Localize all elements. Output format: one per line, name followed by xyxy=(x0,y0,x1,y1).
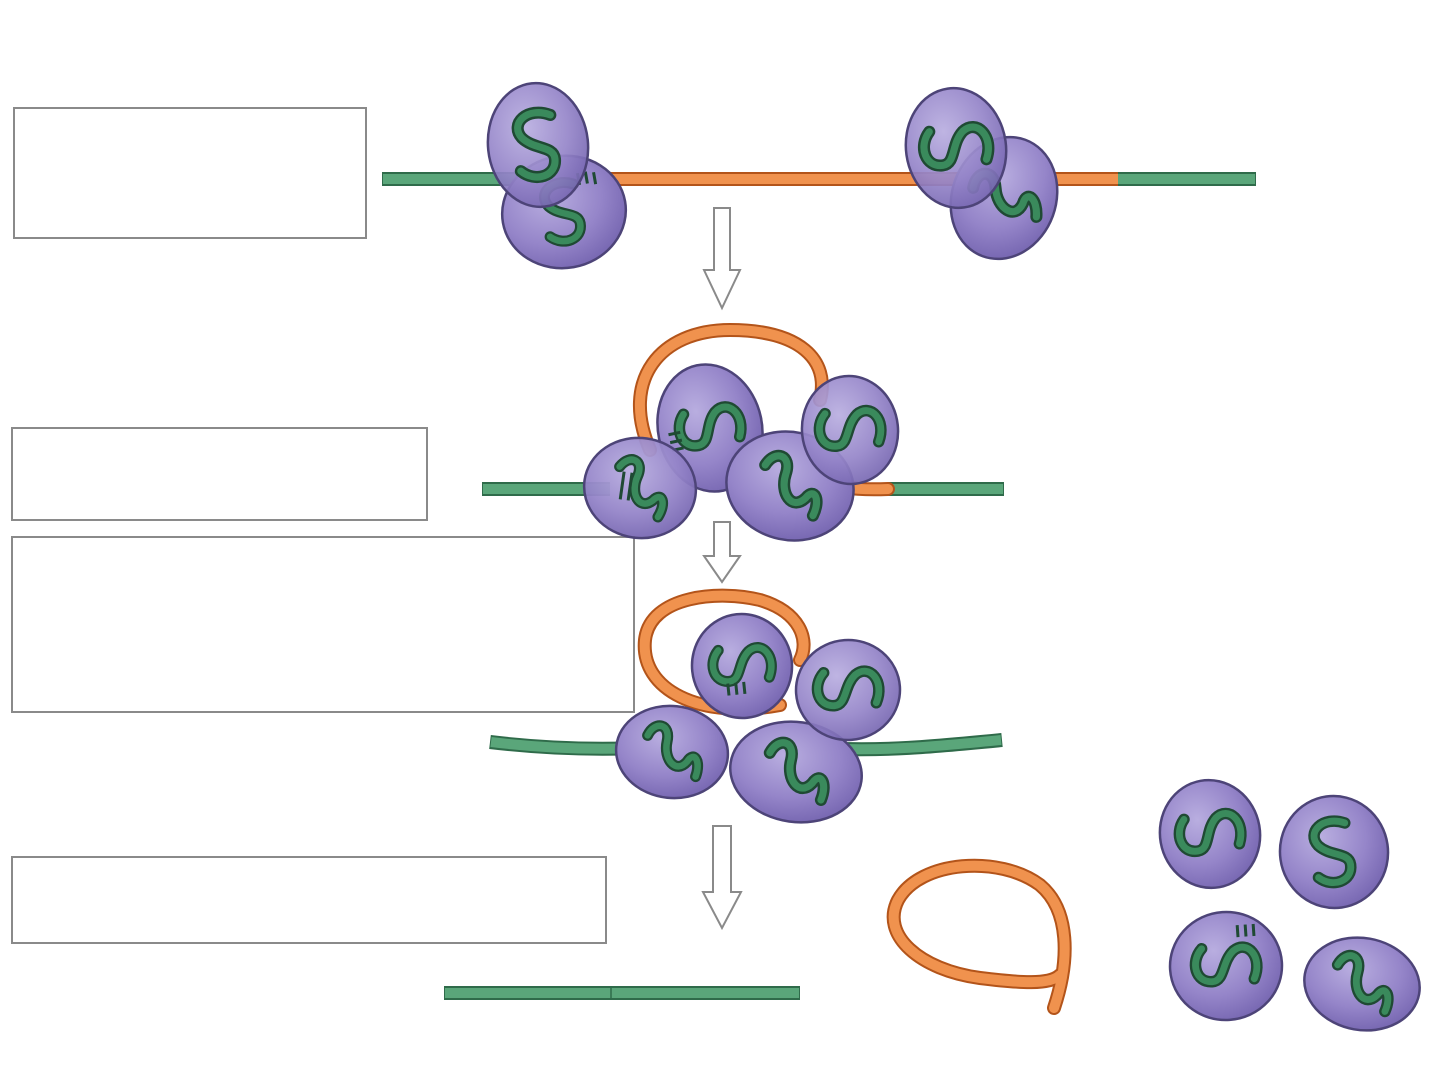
snrnp-protein-icon xyxy=(904,86,1008,210)
snrnp-protein-icon xyxy=(729,720,863,824)
down-arrow-icon xyxy=(702,207,742,311)
snrnp-protein-icon xyxy=(794,638,902,742)
snrnp-protein-icon xyxy=(614,704,730,800)
snrnp-protein-icon xyxy=(1158,778,1262,890)
snrnp-protein-icon xyxy=(1278,794,1390,910)
label-box-step-4 xyxy=(11,856,607,944)
excised-intron-lariat xyxy=(886,858,1072,1015)
snrnp-protein-icon xyxy=(690,612,794,720)
stage-4-products xyxy=(444,778,1421,1032)
down-arrow-icon xyxy=(701,825,743,931)
label-box-step-1 xyxy=(13,107,367,239)
snrnp-protein-icon xyxy=(1168,910,1284,1022)
label-box-step-3 xyxy=(11,536,635,713)
stage-3-lariat-formation xyxy=(489,588,1003,824)
snrnp-protein-icon xyxy=(486,81,590,209)
label-box-step-2 xyxy=(11,427,428,521)
snrnp-protein-icon xyxy=(582,436,698,540)
stage-1-pre-mrna xyxy=(382,81,1256,270)
snrnp-protein-icon xyxy=(800,374,900,486)
snrnp-protein-icon xyxy=(1303,936,1421,1032)
down-arrow-icon xyxy=(702,521,742,584)
stage-2-spliceosome-assembly xyxy=(482,322,1004,542)
